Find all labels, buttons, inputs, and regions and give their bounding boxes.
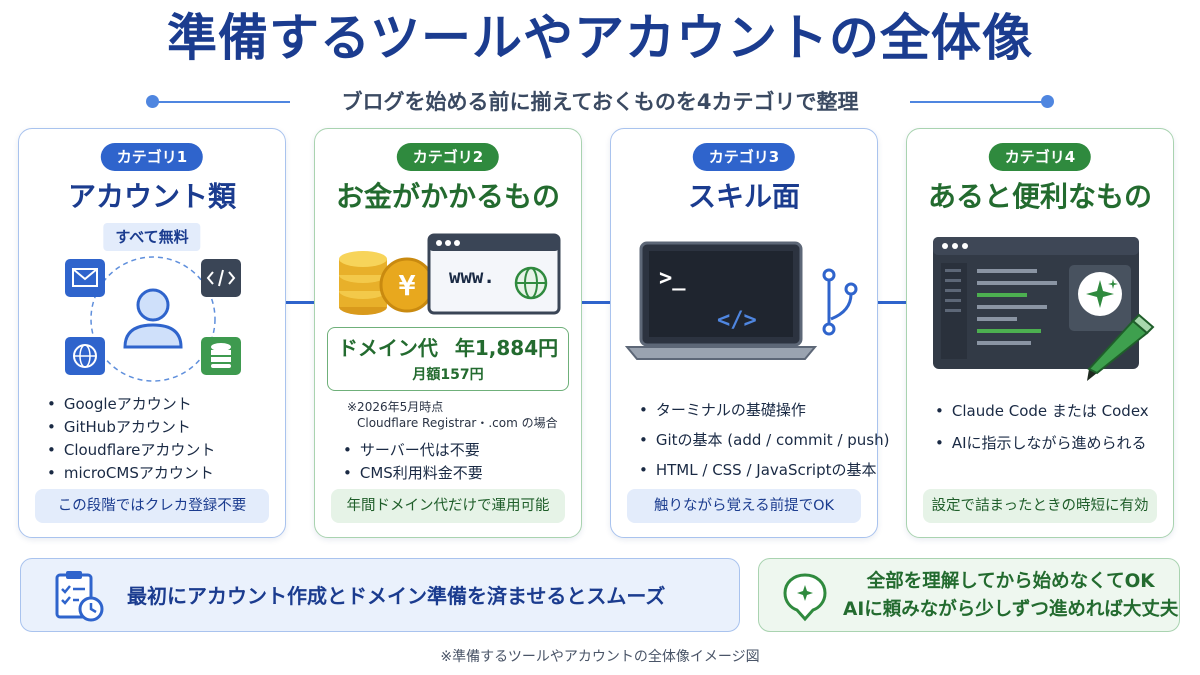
connector-2-3 [582,301,610,304]
domain-price-monthly: 月額157円 [412,367,484,383]
category-title: スキル面 [687,180,800,213]
pencil-icon [1087,313,1155,381]
code-icon [201,259,241,297]
page-subtitle: ブログを始める前に揃えておくものを4カテゴリで整理 [341,90,859,114]
list-item: CMS利用料金不要 [343,462,483,485]
subtitle-left-dot [146,95,159,108]
globe-icon [65,337,105,375]
category-card-skills: カテゴリ3 スキル面 >_ </> ターミナルの基礎操作 Gitの基本 (add… [610,128,889,538]
list-item: GitHubアカウント [47,416,215,439]
subtitle-left-line [156,101,290,103]
domain-price-label: ドメイン代 [337,336,438,360]
subtitle-row: ブログを始める前に揃えておくものを4カテゴリで整理 [0,86,1200,118]
tip-banner-right: 全部を理解してから始めなくてOK AIに頼みながら少しずつ進めれば大丈夫 [758,558,1180,632]
card-footer: 設定で詰まったときの時短に有効 [923,489,1157,523]
list-item: AIに指示しながら進められる [935,427,1149,459]
skills-illustration: >_ </> [625,241,858,360]
category-badge: カテゴリ2 [396,143,500,171]
tip-right-line1: 全部を理解してから始めなくてOK [866,571,1155,592]
accounts-illustration [65,256,241,382]
category-title: お金がかかるもの [335,180,560,213]
category-card-costs: カテゴリ2 お金がかかるもの ¥ www. ドメ [314,128,582,538]
sparkle-icon [1078,272,1122,316]
domain-price-box: ドメイン代 年1,884円 月額157円 [327,327,569,391]
card-footer: 触りながら覚える前提でOK [627,489,861,523]
list-item: HTML / CSS / JavaScriptの基本 [639,455,889,485]
page-title: 準備するツールやアカウントの全体像 [167,9,1033,67]
category-title: あると便利なもの [927,180,1152,213]
subtitle-right-dot [1041,95,1054,108]
footnote: ※準備するツールやアカウントの全体像イメージ図 [440,649,760,665]
skill-list: ターミナルの基礎操作 Gitの基本 (add / commit / push) … [639,395,890,485]
tip-left-text: 最初にアカウント作成とドメイン準備を済ませるとスムーズ [127,584,666,608]
user-icon [123,288,183,349]
yen-coin-icon: ¥ [379,257,435,313]
list-item: microCMSアカウント [47,462,215,485]
browser-window-icon: www. [427,233,561,315]
category-badge: カテゴリ4 [988,143,1092,171]
list-item: ターミナルの基礎操作 [639,395,889,425]
database-icon [201,337,241,375]
lightbulb-chat-icon [783,573,827,622]
price-note-registrar: Cloudflare Registrar・.com の場合 [357,416,558,430]
price-note-date: ※2026年5月時点 [347,400,444,414]
www-text: www. [449,266,495,288]
domain-price-main: ドメイン代 年1,884円 [328,331,568,365]
git-branch-icon [822,268,858,336]
category-title: アカウント類 [67,180,236,213]
terminal-prompt: >_ [659,266,686,291]
coins-icon [339,251,387,315]
list-item: Cloudflareアカウント [47,439,216,462]
code-tag: </> [717,308,757,333]
card-footer: 年間ドメイン代だけで運用可能 [331,489,565,523]
domain-price-value: 年1,884円 [454,336,559,360]
list-item: サーバー代は不要 [343,439,483,462]
connector-3-4 [878,301,906,304]
subtitle-right-line [910,101,1044,103]
ai-editor-illustration [933,237,1155,381]
category-badge: カテゴリ3 [692,143,796,171]
account-list: Googleアカウント GitHubアカウント Cloudflareアカウント … [47,393,216,485]
money-domain-illustration: ¥ www. [339,233,561,315]
price-note: ※2026年5月時点 Cloudflare Registrar・.com の場合 [347,399,558,431]
category-badge: カテゴリ1 [100,143,204,171]
tip-right-line2: AIに頼みながら少しずつ進めれば大丈夫 [843,599,1179,620]
category-card-accounts: カテゴリ1 アカウント類 すべて無料 [18,128,286,538]
list-item: Googleアカウント [47,393,215,416]
useful-list: Claude Code または Codex AIに指示しながら進められる [935,395,1149,459]
cost-list: サーバー代は不要 CMS利用料金不要 [343,439,483,485]
tip-right-text: 全部を理解してから始めなくてOK AIに頼みながら少しずつ進めれば大丈夫 [843,568,1178,624]
laptop-icon: >_ </> [625,241,818,360]
list-item: Claude Code または Codex [935,395,1149,427]
card-footer: この段階ではクレカ登録不要 [35,489,269,523]
tip-banner-left: 最初にアカウント作成とドメイン準備を済ませるとスムーズ [20,558,740,632]
free-pill: すべて無料 [103,223,201,251]
list-item: Gitの基本 (add / commit / push) [639,425,890,455]
category-card-useful: カテゴリ4 あると便利なもの [906,128,1174,538]
mail-icon [65,259,105,297]
connector-1-2 [286,301,314,304]
checklist-clock-icon [55,571,104,622]
yen-symbol: ¥ [399,269,416,302]
